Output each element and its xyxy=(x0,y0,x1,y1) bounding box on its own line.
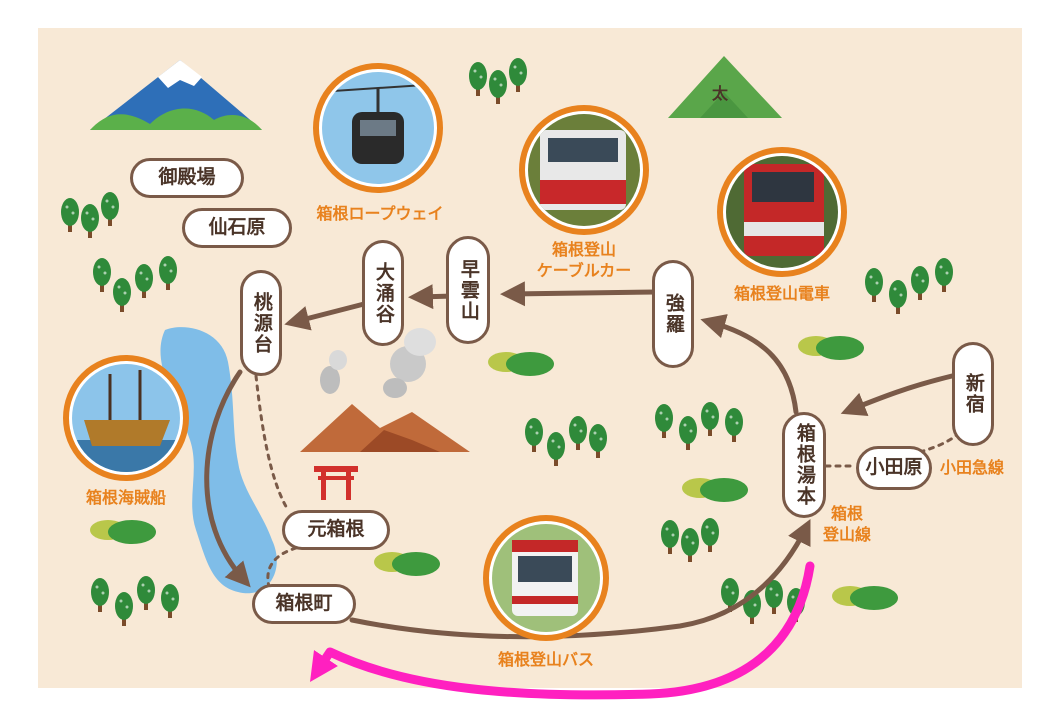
station-sounzan[interactable]: 早雲山 xyxy=(446,236,490,344)
tozan-train-photo xyxy=(717,147,847,277)
label-tozan-bus: 箱根登山バス xyxy=(497,650,594,669)
station-togendai[interactable]: 桃源台 xyxy=(240,270,282,376)
label-pirate-ship: 箱根海賊船 xyxy=(85,488,166,507)
station-odawara[interactable]: 小田原 xyxy=(856,446,932,490)
station-owakudani[interactable]: 大涌谷 xyxy=(362,240,404,346)
label-tozan-line: 箱根 登山線 xyxy=(812,504,882,546)
mountain-mark-label: 太 xyxy=(712,84,729,103)
mountain-illustration xyxy=(668,56,782,118)
label-cable-car: 箱根登山 ケーブルカー xyxy=(520,240,648,282)
label-tozan-train: 箱根登山電車 xyxy=(733,284,830,303)
station-shinjuku[interactable]: 新宿 xyxy=(952,342,994,446)
torii-gate xyxy=(314,466,358,500)
station-gora[interactable]: 強羅 xyxy=(652,260,694,368)
station-gotemba[interactable]: 御殿場 xyxy=(130,158,244,198)
ropeway-photo xyxy=(313,63,443,193)
hand-drawn-arrow xyxy=(310,561,815,700)
station-hakone-yumoto[interactable]: 箱根湯本 xyxy=(782,412,826,518)
station-sengokuhara[interactable]: 仙石原 xyxy=(182,208,292,248)
lake-ashi xyxy=(160,327,277,594)
label-odakyu-line: 小田急線 xyxy=(939,458,1004,477)
label-tozan-line-line2: 登山線 xyxy=(822,524,871,544)
mt-fuji-illustration xyxy=(90,60,262,130)
owakudani-volcano xyxy=(300,328,470,452)
label-cable-car-line2: ケーブルカー xyxy=(536,260,632,280)
cable-car-photo xyxy=(519,105,649,235)
label-tozan-line-line1: 箱根 xyxy=(830,504,863,523)
station-moto-hakone[interactable]: 元箱根 xyxy=(282,510,390,550)
route-lines xyxy=(204,281,955,640)
label-ropeway: 箱根ロープウェイ xyxy=(316,204,444,223)
station-hakone-machi[interactable]: 箱根町 xyxy=(252,584,356,624)
pirate-ship-photo xyxy=(63,355,189,481)
bus-photo xyxy=(483,515,609,641)
label-cable-car-line1: 箱根登山 xyxy=(551,240,616,259)
